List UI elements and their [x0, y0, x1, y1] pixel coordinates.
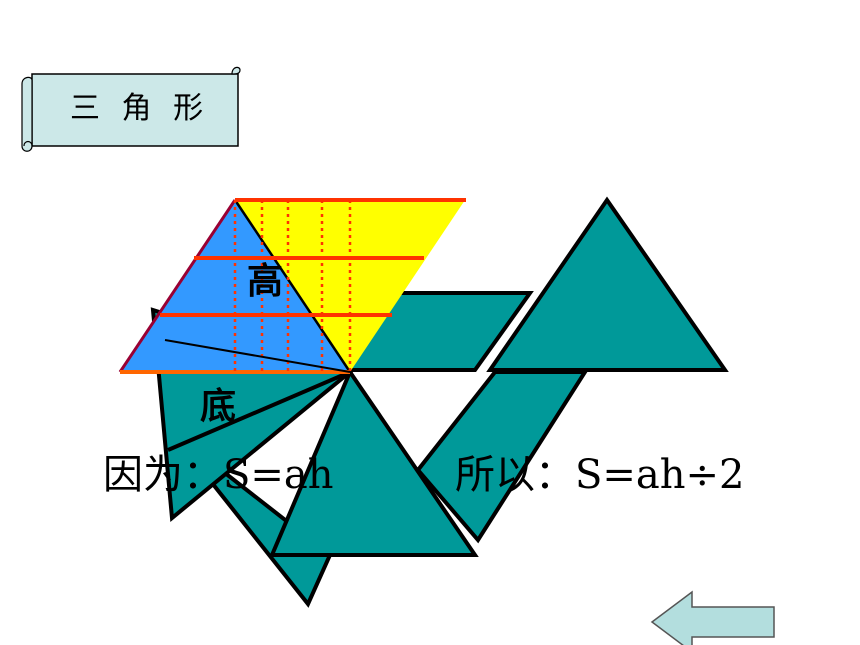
height-label: 高 [247, 261, 283, 302]
scroll-bottom-curl [23, 140, 33, 147]
scroll-left-edge [21, 76, 33, 152]
formula-therefore: 所以：S=ah÷2 [455, 452, 745, 498]
left-arrow-icon[interactable] [650, 590, 775, 645]
base-label: 底 [200, 386, 236, 427]
title-text: 三 角 形 [70, 91, 209, 126]
diagonal-edge [233, 199, 352, 373]
teal-parallelogram-lower [415, 370, 589, 544]
formula-because: 因为：S=ah [103, 452, 334, 498]
back-button[interactable] [650, 590, 775, 645]
teal-triangle-middle [268, 367, 479, 557]
base-diagonal [164, 339, 351, 373]
teal-triangle-right [486, 196, 729, 372]
title-scroll: 三 角 形 [21, 66, 241, 152]
teal-divider-line [167, 370, 351, 452]
left-edge [118, 199, 237, 373]
scroll-top-curl [231, 66, 241, 75]
parallelogram-demo: 高 底 [118, 198, 466, 427]
